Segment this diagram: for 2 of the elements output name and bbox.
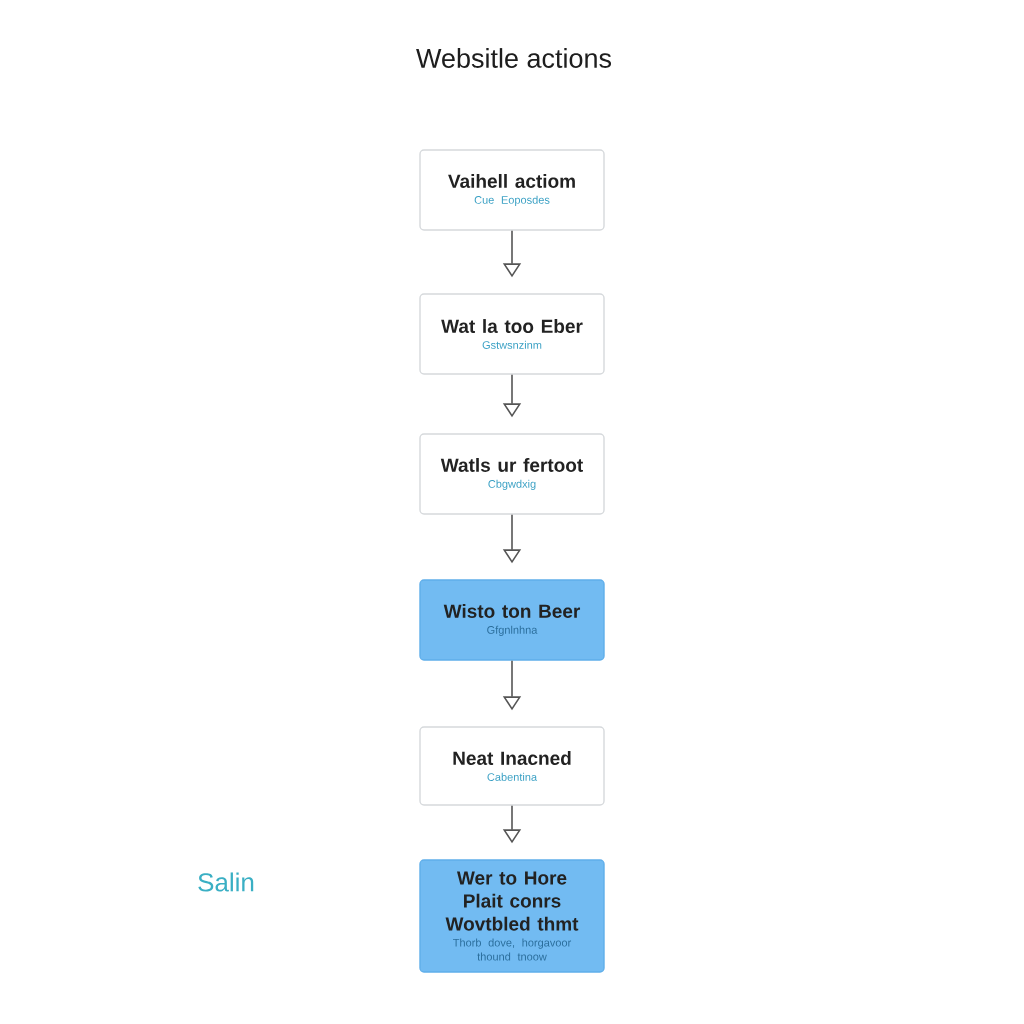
label: Salin: [198, 872, 254, 892]
title: Websitle actions: [416, 48, 611, 68]
